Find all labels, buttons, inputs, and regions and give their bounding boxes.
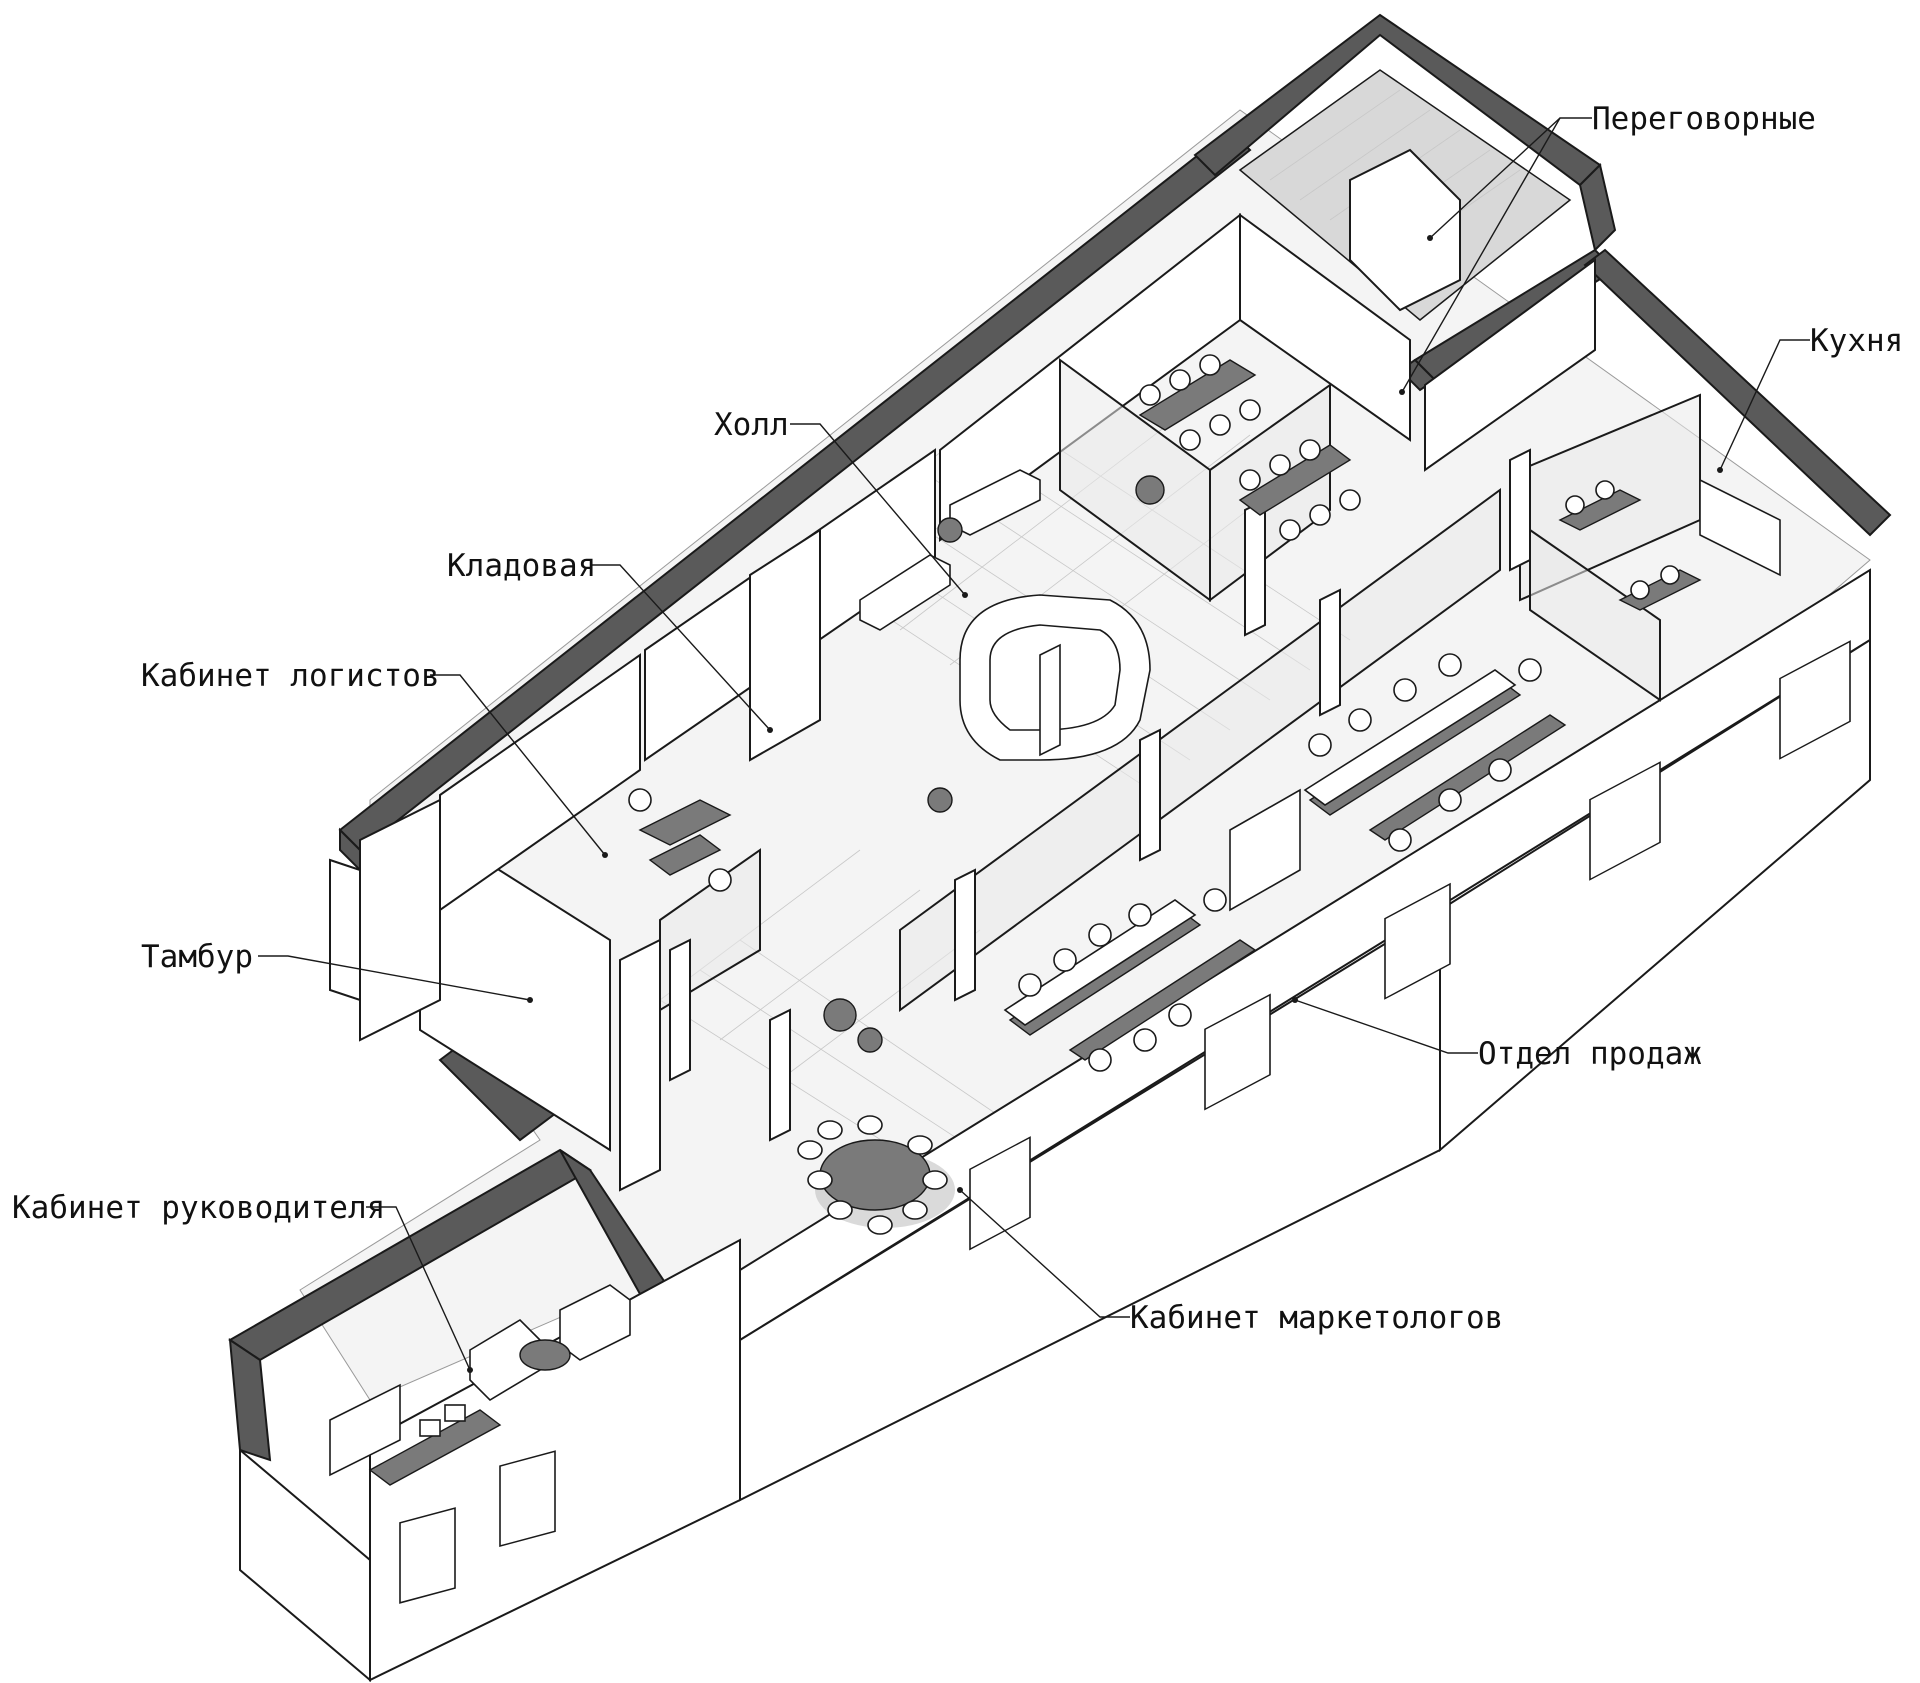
label-marketing-office: Кабинет маркетологов — [1130, 1300, 1503, 1336]
leader-lines — [258, 117, 1810, 1373]
director-furniture — [329, 1284, 631, 1486]
meeting-room-tables — [1138, 354, 1361, 541]
logistics-furniture — [628, 788, 732, 892]
label-sales-department: Отдел продаж — [1478, 1036, 1702, 1072]
reception-desk — [959, 594, 1151, 761]
interior-walls — [359, 212, 1596, 1192]
label-meeting-rooms: Переговорные — [1592, 101, 1816, 137]
round-table-group — [797, 1115, 955, 1235]
label-kitchen: Кухня — [1810, 323, 1903, 359]
sales-chairs — [1018, 653, 1542, 1072]
hall-sofas — [859, 469, 1041, 631]
chairs — [797, 1115, 948, 1235]
stair-core — [1238, 69, 1572, 321]
label-logistics-office: Кабинет логистов — [141, 658, 440, 694]
kitchen-furniture — [1558, 478, 1781, 611]
plants — [823, 475, 1165, 1053]
label-vestibule: Тамбур — [141, 939, 253, 975]
label-director-office: Кабинет руководителя — [12, 1190, 385, 1226]
facade-windows — [399, 640, 1851, 1604]
label-hall: Холл — [714, 407, 789, 443]
room-labels: Переговорные Кухня Холл Кладовая Кабинет… — [12, 101, 1903, 1336]
sales-desks — [1003, 669, 1567, 1061]
label-storage: Кладовая — [447, 548, 596, 584]
